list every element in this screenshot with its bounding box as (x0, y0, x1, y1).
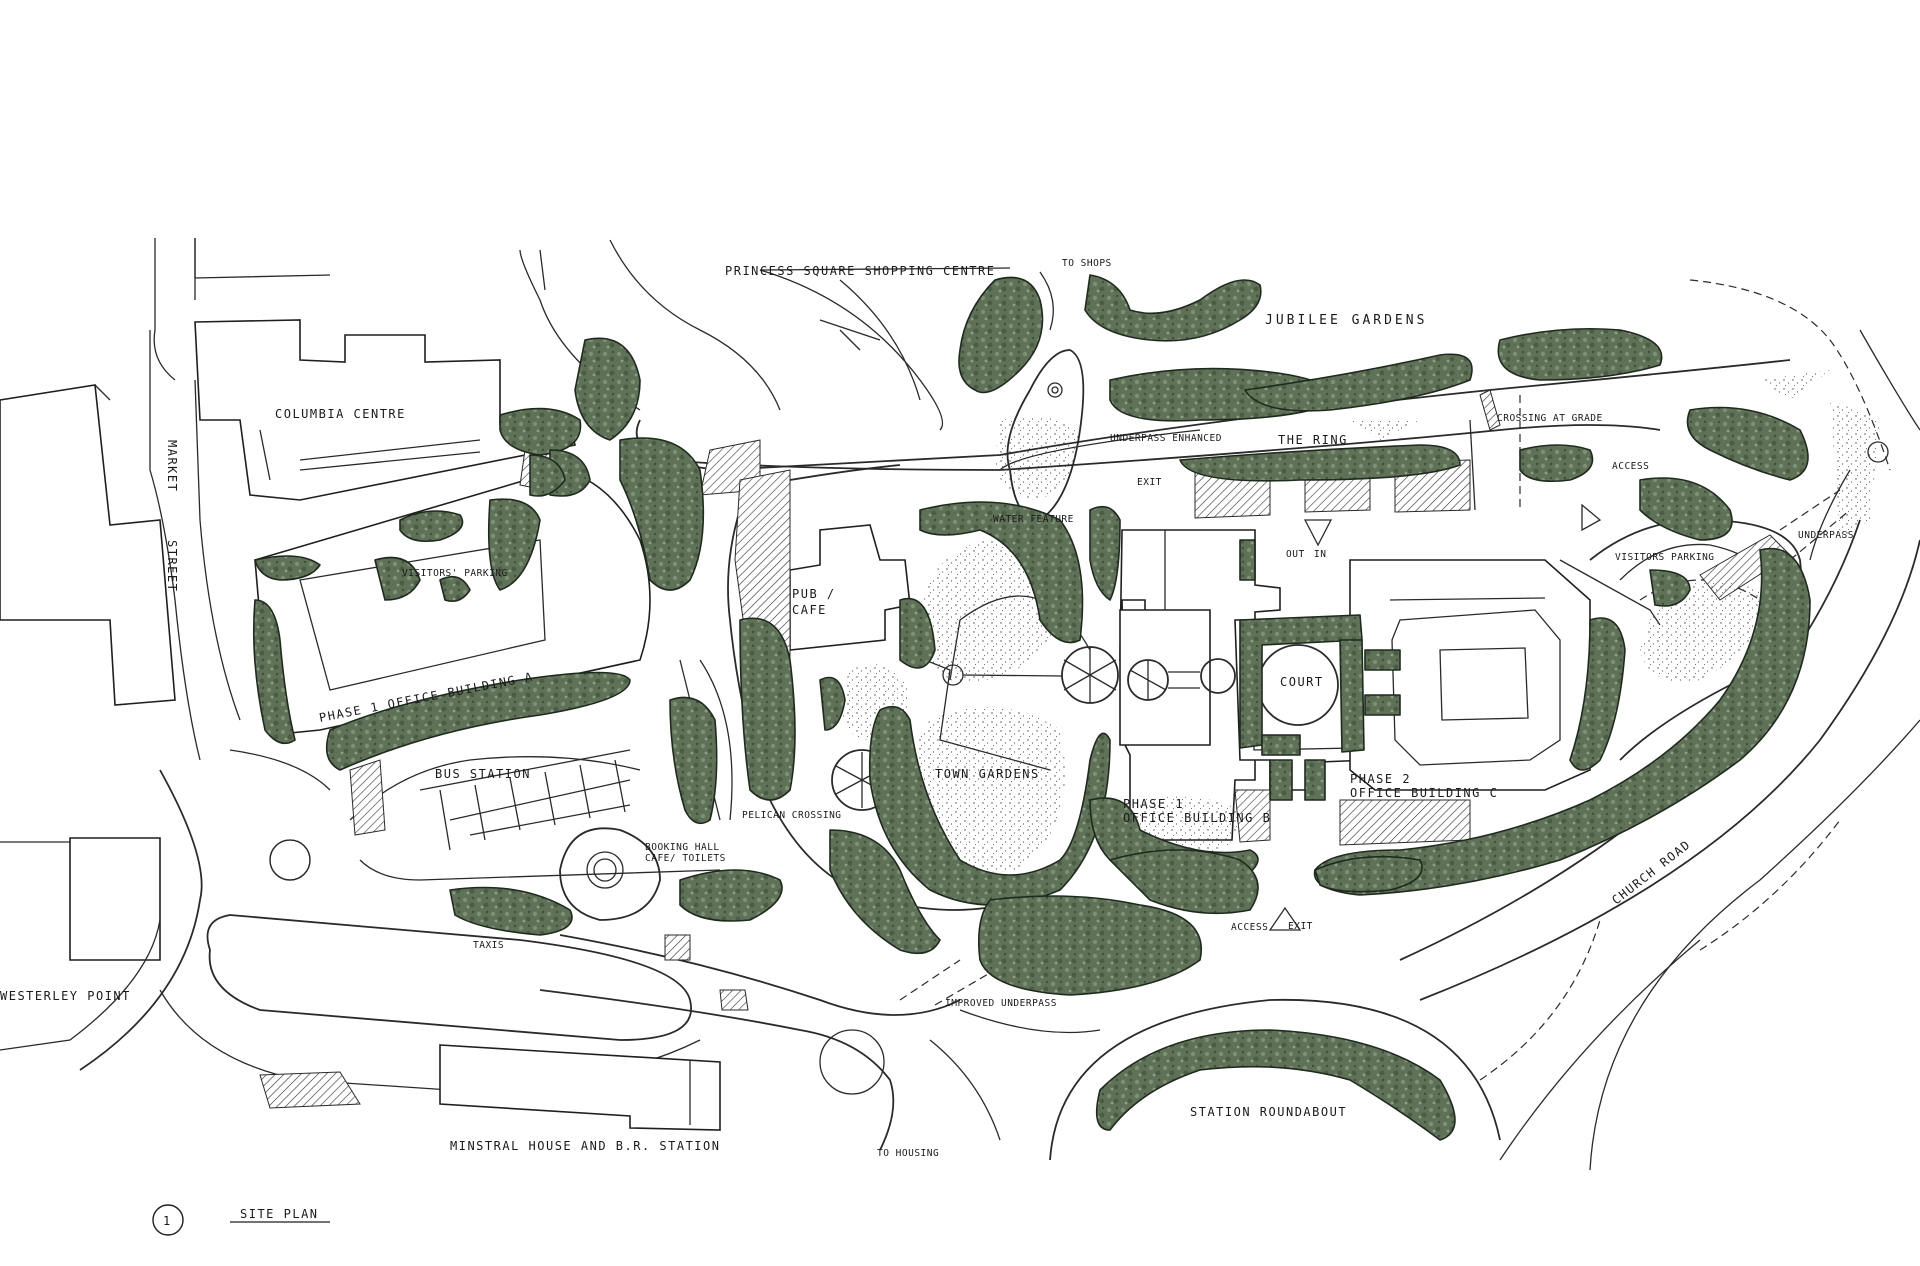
label-bus-station: BUS STATION (435, 767, 531, 781)
label-exit-top: EXIT (1137, 477, 1162, 488)
label-out: OUT (1286, 549, 1305, 560)
label-exit-bottom: EXIT (1288, 921, 1313, 932)
label-pub: PUB / (792, 587, 836, 601)
label-water-feature: WATER FEATURE (993, 514, 1074, 525)
label-taxis: TAXIS (473, 940, 504, 951)
label-booking-hall: BOOKING HALL (645, 842, 720, 853)
label-office-building-c: OFFICE BUILDING C (1350, 786, 1498, 800)
label-visitors-parking-a: VISITORS' PARKING (402, 568, 508, 579)
label-columbia-centre: COLUMBIA CENTRE (275, 407, 406, 421)
label-visitors-parking-c: VISITORS PARKING (1615, 552, 1715, 563)
label-street: STREET (165, 540, 179, 592)
label-princess-square: PRINCESS SQUARE SHOPPING CENTRE (725, 264, 995, 278)
label-cafe: CAFE (792, 603, 827, 617)
road-network (0, 238, 1920, 1171)
label-station-roundabout: STATION ROUNDABOUT (1190, 1105, 1347, 1119)
label-to-shops: TO SHOPS (1062, 258, 1112, 269)
label-phase2-c: PHASE 2 (1350, 772, 1411, 786)
label-underpass-enhanced: UNDERPASS ENHANCED (1110, 433, 1222, 444)
label-access-bottom: ACCESS (1231, 922, 1268, 933)
label-pelican-crossing: PELICAN CROSSING (742, 810, 842, 821)
drawing-number-circle (152, 1204, 184, 1236)
label-town-gardens: TOWN GARDENS (935, 767, 1040, 781)
label-access-top: ACCESS (1612, 461, 1649, 472)
site-plan-title-block: 1 SITE PLAN (152, 1204, 330, 1236)
label-church-road: CHURCH ROAD (1609, 837, 1693, 907)
label-the-ring: THE RING (1278, 433, 1348, 447)
label-crossing-at-grade: CROSSING AT GRADE (1497, 413, 1603, 424)
label-phase1-b: PHASE 1 (1123, 797, 1184, 811)
label-office-building-b: OFFICE BUILDING B (1123, 811, 1271, 825)
label-improved-underpass: IMPROVED UNDERPASS (945, 998, 1057, 1009)
label-westerley-point: WESTERLEY POINT (0, 989, 131, 1003)
site-plan-title: SITE PLAN (240, 1207, 319, 1221)
label-booking-cafe: CAFE/ TOILETS (645, 853, 726, 864)
label-to-housing: TO HOUSING (877, 1148, 939, 1159)
label-underpass: UNDERPASS (1798, 530, 1854, 541)
label-in: IN (1314, 549, 1326, 560)
label-court: COURT (1280, 675, 1324, 689)
garden-areas (580, 370, 1880, 872)
label-minstral-house: MINSTRAL HOUSE AND B.R. STATION (450, 1139, 720, 1153)
label-market: MARKET (165, 440, 179, 492)
label-jubilee-gardens: JUBILEE GARDENS (1265, 313, 1427, 328)
drawing-number: 1 (163, 1214, 172, 1228)
tree-planting (252, 274, 1811, 1141)
